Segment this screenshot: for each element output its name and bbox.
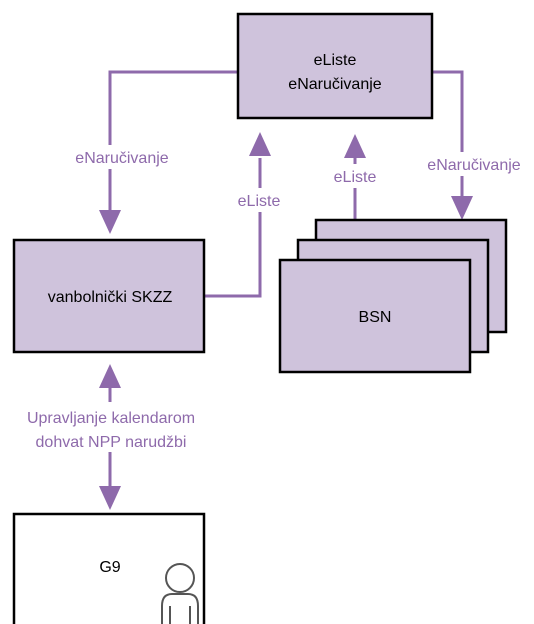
node-g9: G9 — [12, 512, 206, 624]
node-bsn-stack: BSN — [278, 218, 508, 374]
edge-labels: eNaručivanje eListe eListe eNaručivanje … — [4, 145, 534, 452]
node-vanbolnicki-label: vanbolnički SKZZ — [48, 289, 173, 306]
edge-label-vanbolnicki-to-top: eListe — [238, 193, 281, 210]
edge-top-to-vanbolnicki — [108, 70, 238, 218]
edge-top-to-bsn-arrowhead — [451, 196, 473, 220]
edge-vanbolnicki-g9-arrowhead-down — [99, 486, 121, 510]
edge-vanbolnicki-to-top — [205, 158, 262, 298]
node-bsn-label: BSN — [359, 309, 392, 326]
node-g9-label: G9 — [99, 559, 120, 576]
bsn-stack-front — [278, 258, 472, 374]
person-icon — [161, 563, 199, 624]
edge-label-top-to-bsn: eNaručivanje — [427, 157, 520, 174]
node-eliste-line2: eNaručivanje — [288, 76, 381, 93]
node-eliste-enarucivanje: eListe eNaručivanje — [236, 12, 434, 120]
edge-vanbolnicki-to-top-arrowhead — [249, 132, 271, 156]
edges — [99, 70, 473, 510]
edge-bsn-to-top-arrowhead — [344, 134, 366, 158]
edge-label-vanbolnicki-g9-line1: Upravljanje kalendarom — [27, 410, 195, 427]
node-vanbolnicki-skzz: vanbolnički SKZZ — [12, 238, 206, 354]
node-eliste-line1: eListe — [314, 52, 357, 69]
edge-top-to-vanbolnicki-arrowhead — [99, 210, 121, 234]
edge-label-bsn-to-top: eListe — [334, 169, 377, 186]
edge-top-to-bsn — [432, 70, 464, 196]
edge-vanbolnicki-g9-arrowhead-up — [99, 364, 121, 388]
edge-label-vanbolnicki-g9-line2: dohvat NPP narudžbi — [36, 434, 187, 451]
edge-label-top-to-vanbolnicki: eNaručivanje — [75, 150, 168, 167]
